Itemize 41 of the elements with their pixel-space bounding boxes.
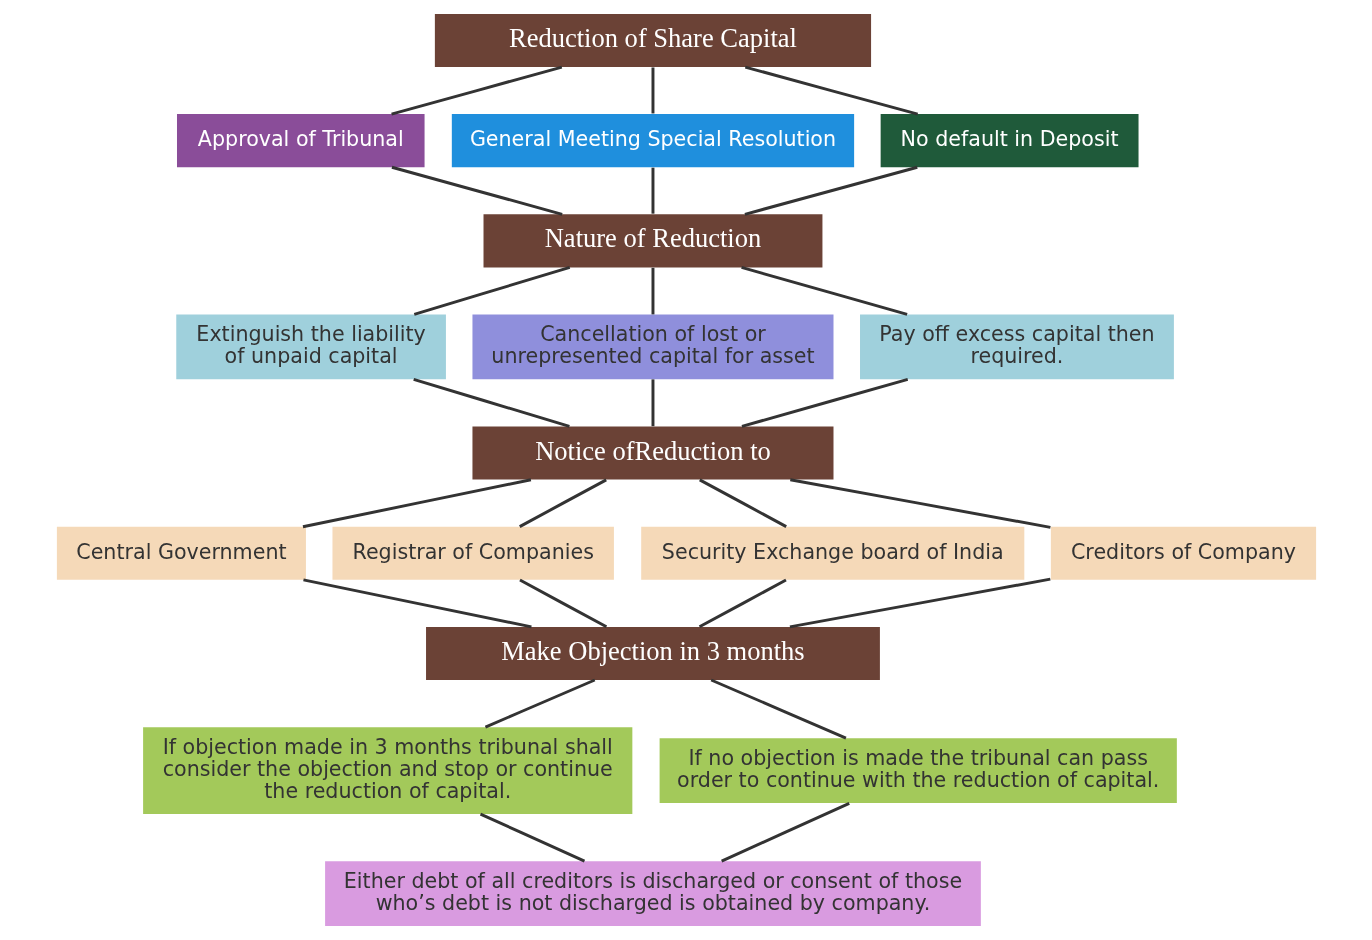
- node-box: General Meeting Special Resolution: [451, 114, 854, 168]
- connector: [390, 65, 562, 116]
- connector: [518, 478, 607, 528]
- node-box: Creditors of Company: [1050, 526, 1316, 580]
- node-box: Notice ofReduction to: [471, 426, 833, 480]
- connector: [744, 165, 918, 216]
- connector: [484, 678, 595, 729]
- node-box: Either debt of all creditors is discharged or consent of those who’s debt is not discharged is obtained by company.: [324, 861, 981, 927]
- connector: [651, 67, 654, 114]
- node-box: Approval of Tribunal: [176, 114, 425, 168]
- connector: [518, 578, 607, 629]
- connector: [710, 678, 847, 740]
- connector: [720, 802, 850, 863]
- connector: [744, 65, 918, 116]
- connector: [741, 377, 908, 428]
- connector: [651, 267, 654, 315]
- connector: [412, 377, 570, 428]
- node-box: Pay off excess capital then required.: [859, 314, 1174, 380]
- node-box: If objection made in 3 months tribunal shall consider the objection and stop or continue the reduction of capital.: [142, 727, 632, 815]
- connector: [698, 578, 787, 629]
- node-box: Reduction of Share Capital: [434, 13, 871, 67]
- node-box: If no objection is made the tribunal can pass order to continue with the reduction of capital.: [659, 738, 1177, 804]
- connector: [651, 167, 654, 214]
- connector: [789, 577, 1051, 629]
- node-box: Cancellation of lost or unrepresented capital for asset: [471, 314, 833, 380]
- connector: [651, 379, 654, 427]
- connector: [391, 165, 563, 216]
- connector: [302, 578, 532, 629]
- connector: [789, 478, 1051, 529]
- node-box: Extinguish the liability of unpaid capital: [175, 314, 446, 380]
- connector: [302, 478, 531, 529]
- node-box: Make Objection in 3 months: [425, 626, 880, 680]
- connector: [740, 266, 908, 316]
- connector: [698, 478, 787, 528]
- connector: [479, 812, 585, 863]
- node-box: Nature of Reduction: [483, 214, 822, 268]
- node-box: Central Government: [56, 526, 306, 580]
- node-box: Security Exchange board of India: [640, 526, 1024, 580]
- node-box: No default in Deposit: [880, 114, 1139, 168]
- connector: [413, 266, 570, 316]
- node-box: Registrar of Companies: [331, 526, 614, 580]
